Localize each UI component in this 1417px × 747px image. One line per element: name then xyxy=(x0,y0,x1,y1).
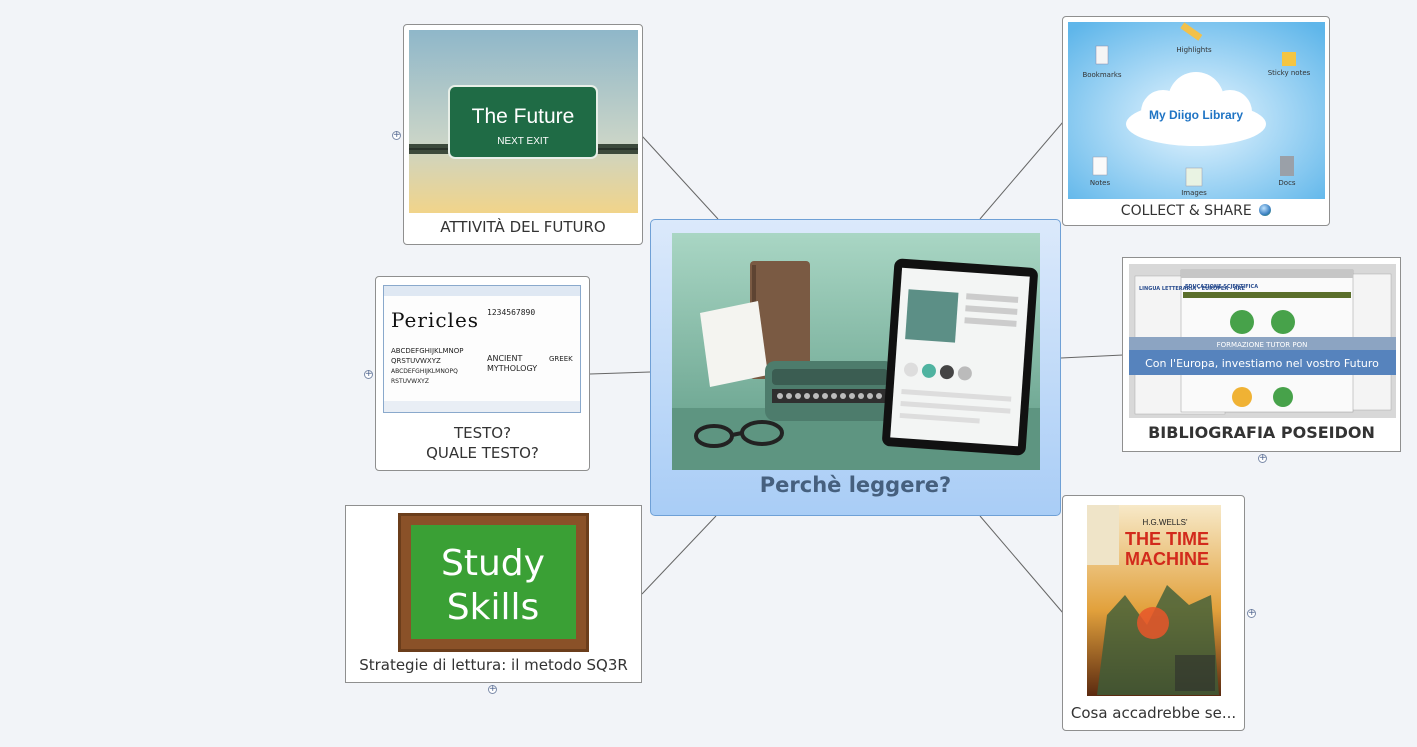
font-sample-greek: GREEK xyxy=(549,355,573,363)
diigo-label-sticky: Sticky notes xyxy=(1268,69,1311,77)
expand-poseidon-button[interactable]: + xyxy=(1258,453,1267,463)
poseidon-banner-top: FORMAZIONE TUTOR PON xyxy=(1217,341,1308,349)
future-caption: ATTIVITÀ DEL FUTURO xyxy=(440,218,606,236)
font-sample-ancient: ANCIENT xyxy=(487,354,522,363)
future-sign-title: The Future xyxy=(472,105,575,128)
poseidon-website-image: EDUCAZIONE SCIENTIFICA LINGUA LETTERARIA… xyxy=(1129,264,1396,418)
poster-author: H.G.WELLS' xyxy=(1142,518,1188,527)
testo-caption-line1: TESTO? xyxy=(453,424,512,442)
expand-future-button[interactable]: + xyxy=(392,130,401,140)
globe-icon[interactable] xyxy=(1259,204,1272,216)
font-sample-image: Pericles 1234567890 ABCDEFGHIJKLMNOP QRS… xyxy=(383,285,581,413)
link-time xyxy=(979,515,1064,614)
testo-caption-line2: QUALE TESTO? xyxy=(426,444,539,462)
time-caption: Cosa accadrebbe se... xyxy=(1070,704,1237,722)
future-sign-sub: NEXT EXIT xyxy=(497,136,549,147)
topic-time-machine[interactable]: H.G.WELLS' THE TIME MACHINE Cosa accadre… xyxy=(1062,495,1245,731)
study-skills-chalkboard-image: Study Skills xyxy=(398,513,589,652)
poster-title2: MACHINE xyxy=(1125,549,1209,569)
link-diigo xyxy=(979,121,1064,220)
diigo-caption-row: COLLECT & SHARE xyxy=(1063,201,1329,221)
font-sample-digits: 1234567890 xyxy=(487,308,535,317)
diigo-library-image: My Diigo Library Highlights Bookmarks St… xyxy=(1068,22,1325,199)
poseidon-caption: BIBLIOGRAFIA POSEIDON xyxy=(1148,423,1375,442)
central-title: Perchè leggere? xyxy=(759,473,952,497)
link-poseidon xyxy=(1060,354,1124,359)
expand-testo-button[interactable]: + xyxy=(364,369,373,379)
diigo-label-images: Images xyxy=(1181,189,1207,197)
chalkboard-line2: Skills xyxy=(447,587,539,628)
topic-future[interactable]: The Future NEXT EXIT ATTIVITÀ DEL FUTURO xyxy=(403,24,643,245)
diigo-label-docs: Docs xyxy=(1278,179,1296,187)
poseidon-page-heading2: LINGUA LETTERARIA - EUROPEA - ARE xyxy=(1139,286,1245,292)
poseidon-banner-main: Con l'Europa, investiamo nel vostro Futu… xyxy=(1145,357,1379,370)
font-sample-upper: ABCDEFGHIJKLMNOP xyxy=(391,347,464,355)
diigo-label-bookmarks: Bookmarks xyxy=(1082,71,1121,79)
time-machine-poster-image: H.G.WELLS' THE TIME MACHINE xyxy=(1087,505,1221,696)
font-sample-small: ABCDEFGHIJKLMNOPQ xyxy=(391,368,458,375)
diigo-cloud-title: My Diigo Library xyxy=(1149,108,1243,122)
poseidon-page-heading: EDUCAZIONE SCIENTIFICA xyxy=(1185,284,1258,290)
topic-testo[interactable]: Pericles 1234567890 ABCDEFGHIJKLMNOP QRS… xyxy=(375,276,590,471)
chalkboard-line1: Study xyxy=(441,543,545,584)
central-image xyxy=(672,233,1040,470)
future-sign-image: The Future NEXT EXIT xyxy=(409,30,638,213)
central-topic[interactable]: Perchè leggere? xyxy=(650,219,1061,516)
diigo-label-notes: Notes xyxy=(1090,179,1111,187)
font-sample-title: Pericles xyxy=(391,308,479,332)
topic-study[interactable]: Study Skills Strategie di lettura: il me… xyxy=(345,505,642,683)
font-sample-upper2: QRSTUVWXYZ xyxy=(391,357,441,365)
diigo-caption: COLLECT & SHARE xyxy=(1120,203,1252,219)
topic-poseidon[interactable]: EDUCAZIONE SCIENTIFICA LINGUA LETTERARIA… xyxy=(1122,257,1401,452)
font-sample-myth: MYTHOLOGY xyxy=(487,364,537,373)
diigo-label-highlights: Highlights xyxy=(1176,46,1212,54)
expand-study-button[interactable]: + xyxy=(488,684,497,694)
poster-title1: THE TIME xyxy=(1125,529,1209,549)
font-sample-small2: RSTUVWXYZ xyxy=(391,378,429,385)
topic-diigo[interactable]: My Diigo Library Highlights Bookmarks St… xyxy=(1062,16,1330,226)
study-caption: Strategie di lettura: il metodo SQ3R xyxy=(359,656,628,674)
link-testo xyxy=(589,371,651,375)
expand-time-button[interactable]: + xyxy=(1247,608,1256,618)
link-future xyxy=(641,135,719,220)
link-study xyxy=(641,515,717,595)
